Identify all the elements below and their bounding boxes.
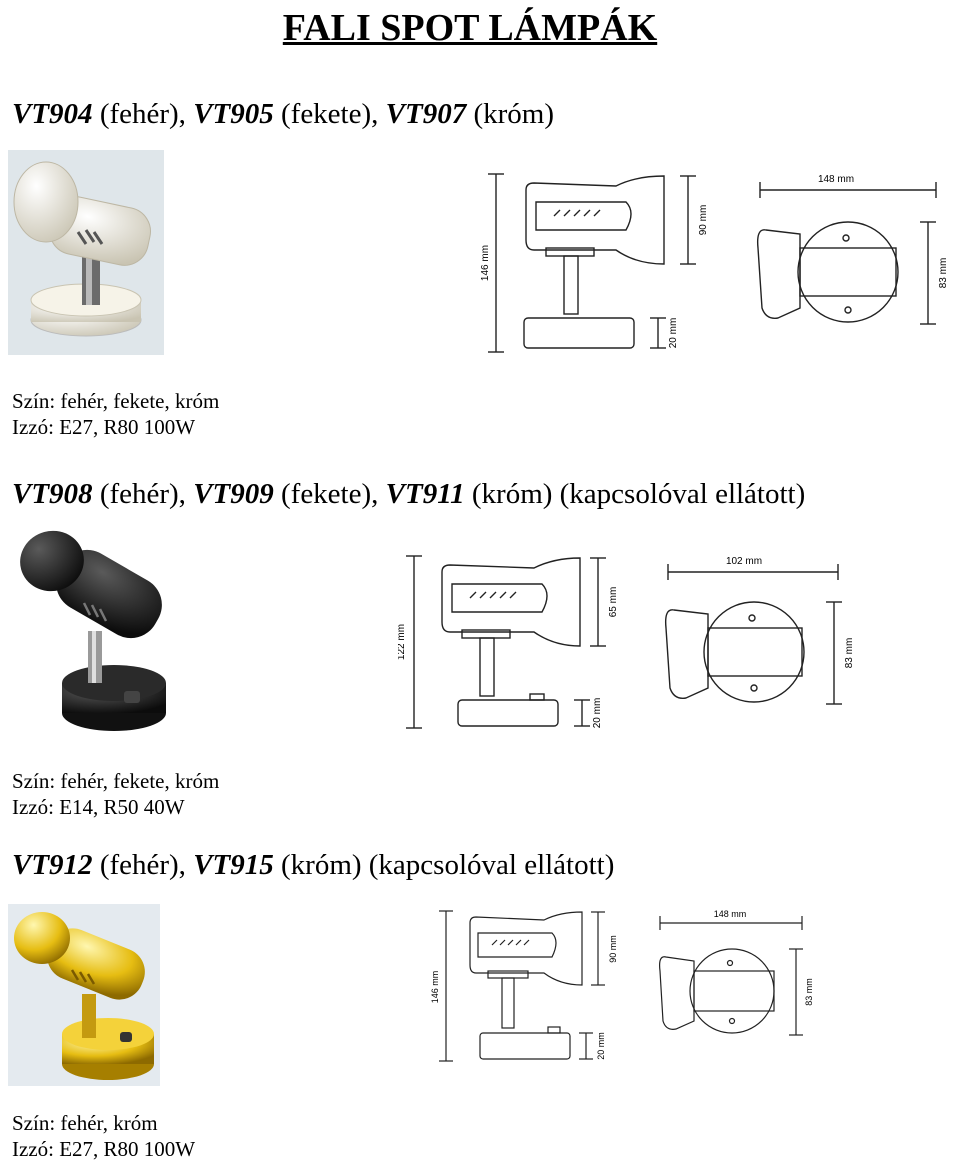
product-variant-label: (króm) [466,98,554,130]
spec-block-3: Szín: fehér, króm Izzó: E27, R80 100W [12,1110,195,1162]
bulb-spec: Izzó: E14, R50 40W [12,795,185,819]
product-photo-gold [8,904,160,1086]
dimension-base: 20 mm [592,698,603,729]
dimension-width: 102 mm [726,556,762,567]
color-spec: Szín: fehér, fekete, króm [12,389,220,413]
dimension-height: 146 mm [430,971,440,1004]
dimension-depth: 83 mm [804,978,814,1006]
color-spec: Szín: fehér, króm [12,1111,158,1135]
spec-block-1: Szín: fehér, fekete, króm Izzó: E27, R80… [12,388,219,440]
product-variant-label: (fekete), [273,98,386,130]
product-photo-black [14,523,172,738]
product-variant-label: (fehér), [92,478,194,510]
product-code: VT915 [193,849,274,881]
product-heading-1: VT904 (fehér), VT905 (fekete), VT907 (kr… [12,98,554,131]
product-variant-label: (fekete), [273,478,386,510]
product-code: VT904 [12,98,93,130]
dimension-drawing-1: 146 mm 90 mm 20 mm 148 mm 83 mm [480,173,949,353]
dimension-base: 20 mm [596,1032,606,1060]
dimension-height: 122 mm [398,624,407,660]
dimension-drawing-2: 122 mm 65 mm 20 mm 102 mm 83 mm [398,555,855,729]
page-title: FALI SPOT LÁMPÁK [282,7,658,49]
dimension-head: 90 mm [608,935,618,963]
bulb-spec: Izzó: E27, R80 100W [12,1137,196,1161]
dimension-head: 65 mm [608,587,619,618]
product-code: VT905 [193,98,274,130]
dimension-depth: 83 mm [938,258,949,289]
dimension-drawing-3: 146 mm 90 mm 20 mm 148 mm 83 mm [430,909,814,1062]
product-variant-label: (fehér), [92,98,194,130]
product-heading-3: VT912 (fehér), VT915 (króm) (kapcsolóval… [12,849,614,882]
dimension-width: 148 mm [818,174,854,185]
bulb-spec: Izzó: E27, R80 100W [12,415,196,439]
product-code: VT911 [385,478,465,510]
product-code: VT912 [12,849,93,881]
product-variant-label: (fehér), [92,849,194,881]
dimension-base: 20 mm [668,318,679,349]
dimension-head: 90 mm [698,205,709,236]
product-photo-white [8,150,164,355]
product-code: VT908 [12,478,93,510]
dimension-depth: 83 mm [844,638,855,669]
dimension-height: 146 mm [480,245,491,281]
color-spec: Szín: fehér, fekete, króm [12,769,220,793]
product-variant-label: (króm) (kapcsolóval ellátott) [273,849,615,881]
product-code: VT909 [193,478,274,510]
product-variant-label: (króm) (kapcsolóval ellátott) [464,478,806,510]
spec-block-2: Szín: fehér, fekete, króm Izzó: E14, R50… [12,768,219,820]
product-heading-2: VT908 (fehér), VT909 (fekete), VT911 (kr… [12,478,805,511]
product-code: VT907 [385,98,467,130]
dimension-width: 148 mm [714,909,747,919]
